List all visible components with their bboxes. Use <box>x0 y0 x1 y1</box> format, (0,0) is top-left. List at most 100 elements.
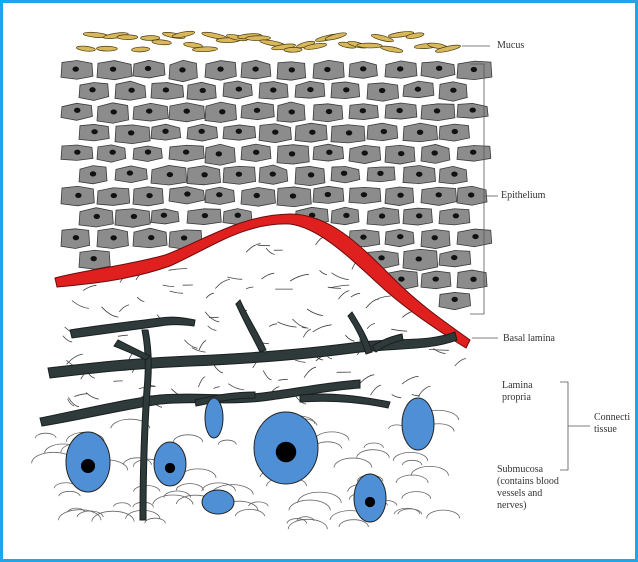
submucosa-cell <box>402 398 434 450</box>
cell-nucleus <box>416 256 422 261</box>
cell-nucleus <box>398 151 404 156</box>
fiber <box>199 341 206 351</box>
fiber <box>290 274 309 281</box>
fiber <box>74 394 87 397</box>
cell-nucleus <box>91 129 97 134</box>
submucosa-cells <box>66 398 434 522</box>
cell-nucleus <box>417 130 423 135</box>
fiber <box>266 248 275 254</box>
fiber <box>315 432 349 441</box>
cell-nucleus <box>184 109 190 114</box>
cell-nucleus <box>235 213 241 218</box>
cell-nucleus <box>472 234 478 239</box>
fiber <box>176 484 203 491</box>
cell-nucleus <box>109 150 115 155</box>
mucus-strand <box>131 47 149 53</box>
fiber <box>118 335 128 336</box>
fiber <box>170 291 183 293</box>
cell-nucleus <box>451 255 457 260</box>
cell-nucleus <box>431 150 437 155</box>
cell-nucleus <box>397 234 403 239</box>
cell-nucleus <box>360 108 366 113</box>
fiber <box>351 293 360 297</box>
cell-nucleus <box>470 150 476 155</box>
label-lamina-propria: Lamina propria <box>502 380 533 404</box>
fiber <box>205 312 219 322</box>
label-mucus: Mucus <box>497 40 524 52</box>
fiber <box>367 324 375 329</box>
cell-nucleus <box>163 87 169 92</box>
fiber <box>258 245 270 246</box>
cell-nucleus <box>452 129 458 134</box>
cell-nucleus <box>470 277 476 282</box>
mucus-strand <box>380 45 403 54</box>
cell-nucleus <box>432 276 438 281</box>
cell-nucleus <box>110 67 116 72</box>
cell-nucleus <box>470 107 476 112</box>
fiber <box>418 386 431 397</box>
fiber <box>269 324 277 327</box>
label-connective-tissue: Connecti tissue <box>594 412 630 436</box>
cell-nucleus <box>131 214 137 219</box>
cell-nucleus <box>326 150 332 155</box>
cell-nucleus <box>90 256 96 261</box>
cell-nucleus <box>111 193 117 198</box>
fiber <box>173 435 202 442</box>
fiber <box>227 277 242 279</box>
fiber <box>208 326 217 331</box>
cell-nucleus <box>325 192 331 197</box>
cell-nucleus <box>254 193 260 198</box>
fiber <box>35 433 56 438</box>
fiber <box>433 349 445 354</box>
cell-nucleus <box>236 172 242 177</box>
fiber <box>391 329 407 331</box>
cell-nucleus <box>362 150 368 155</box>
cell-nucleus <box>184 191 190 196</box>
mucus-strand <box>152 39 172 45</box>
submucosa-cell <box>202 490 234 514</box>
fiber <box>334 458 372 468</box>
cell-nucleus <box>308 172 314 177</box>
cell-nucleus <box>75 193 81 198</box>
fiber <box>393 452 428 461</box>
fiber <box>392 395 402 398</box>
cell-nucleus <box>453 213 459 218</box>
fiber <box>328 287 341 288</box>
cell-nucleus <box>128 88 134 93</box>
cell-nucleus <box>361 192 367 197</box>
mucus-strand <box>325 31 348 41</box>
cell-nucleus <box>290 193 296 198</box>
fiber <box>364 443 383 448</box>
cell-nucleus <box>289 151 295 156</box>
fiber <box>119 305 129 312</box>
cell-nucleus <box>341 171 347 176</box>
cell-nucleus <box>198 129 204 134</box>
fiber <box>218 440 236 445</box>
cell-nucleus <box>165 463 175 473</box>
cell-nucleus <box>181 235 187 240</box>
fiber <box>163 285 175 287</box>
fiber <box>288 519 327 529</box>
cell-nucleus <box>167 172 173 177</box>
cell-nucleus <box>272 130 278 135</box>
cell-nucleus <box>73 67 79 72</box>
fiber <box>396 475 428 483</box>
cell-nucleus <box>343 87 349 92</box>
fiber <box>198 377 205 387</box>
fiber <box>455 359 466 367</box>
fiber <box>357 450 390 458</box>
cell-nucleus <box>216 151 222 156</box>
cell-nucleus <box>307 87 313 92</box>
fiber <box>235 509 265 516</box>
fiber <box>359 375 375 385</box>
fiber <box>249 502 269 506</box>
fiber <box>427 510 460 518</box>
cell-nucleus <box>365 497 375 507</box>
fiber <box>86 393 99 400</box>
fiber <box>313 325 332 332</box>
fiber <box>332 273 349 280</box>
cell-nucleus <box>396 108 402 113</box>
cell-nucleus <box>110 235 116 240</box>
cell-nucleus <box>436 66 442 71</box>
fiber <box>113 503 130 507</box>
